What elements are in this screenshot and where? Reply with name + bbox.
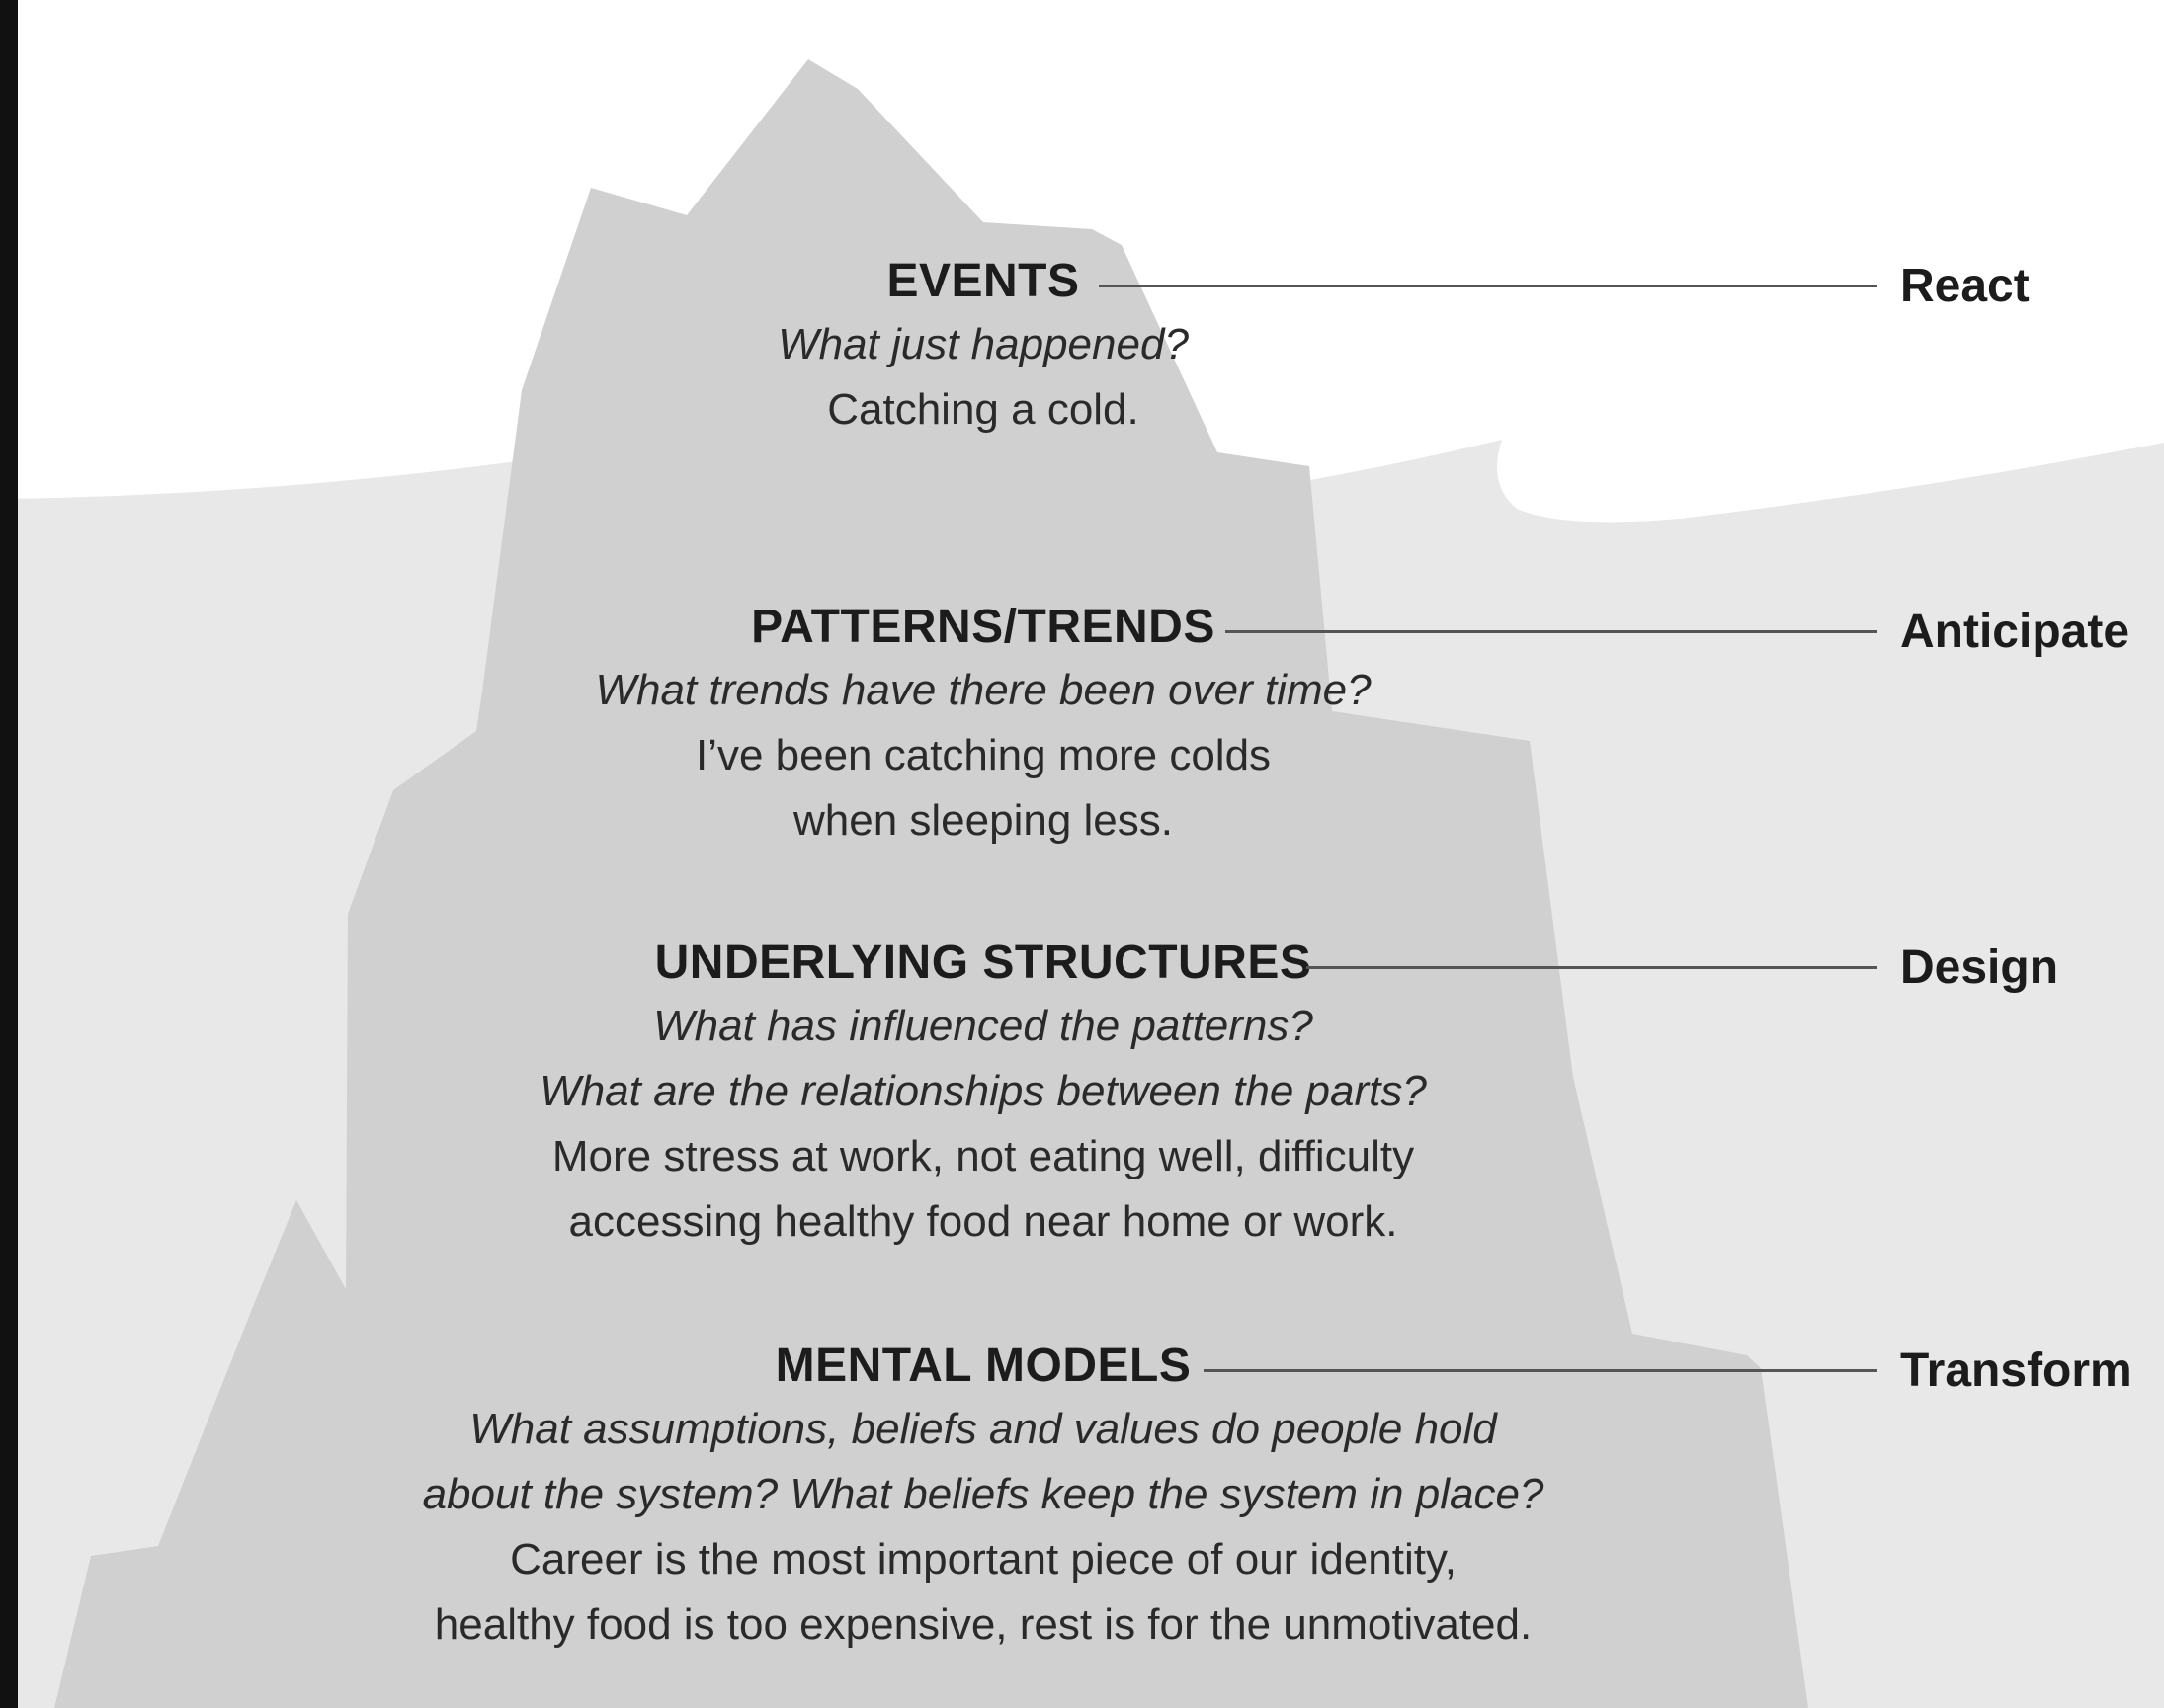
- level-example: Career is the most important piece of ou…: [510, 1535, 1457, 1584]
- level-question: What just happened?: [778, 320, 1189, 368]
- level-question: What trends have there been over time?: [595, 666, 1372, 714]
- connector-line-structures: [1306, 966, 1877, 969]
- connector-line-patterns: [1225, 630, 1877, 633]
- level-question: What assumptions, beliefs and values do …: [469, 1405, 1497, 1453]
- level-example: Catching a cold.: [827, 385, 1139, 434]
- level-mental-models: MENTAL MODELS What assumptions, beliefs …: [257, 1336, 1709, 1658]
- level-title: MENTAL MODELS: [775, 1340, 1192, 1392]
- action-label-react: React: [1900, 260, 2030, 312]
- level-title: PATTERNS/TRENDS: [751, 601, 1215, 653]
- level-question: What are the relationships between the p…: [540, 1067, 1427, 1115]
- level-example: accessing healthy food near home or work…: [568, 1197, 1398, 1246]
- left-border: [0, 0, 18, 1708]
- level-example: More stress at work, not eating well, di…: [551, 1132, 1415, 1180]
- iceberg-shape: [54, 59, 1808, 1708]
- action-label-transform: Transform: [1900, 1344, 2132, 1397]
- level-example: I’ve been catching more colds: [695, 731, 1272, 779]
- level-question: What has influenced the patterns?: [653, 1002, 1313, 1050]
- level-example: healthy food is too expensive, rest is f…: [434, 1600, 1533, 1649]
- level-underlying-structures: UNDERLYING STRUCTURES What has influence…: [257, 933, 1709, 1255]
- level-events: EVENTS What just happened? Catching a co…: [257, 251, 1709, 443]
- level-question: about the system? What beliefs keep the …: [422, 1470, 1544, 1518]
- connector-line-mental-models: [1204, 1369, 1877, 1372]
- level-patterns-trends: PATTERNS/TRENDS What trends have there b…: [257, 597, 1709, 854]
- action-label-design: Design: [1900, 941, 2059, 994]
- level-title: UNDERLYING STRUCTURES: [654, 936, 1312, 989]
- action-label-anticipate: Anticipate: [1900, 606, 2130, 658]
- level-title: EVENTS: [886, 255, 1080, 307]
- level-example: when sleeping less.: [792, 796, 1173, 845]
- connector-line-events: [1099, 285, 1877, 287]
